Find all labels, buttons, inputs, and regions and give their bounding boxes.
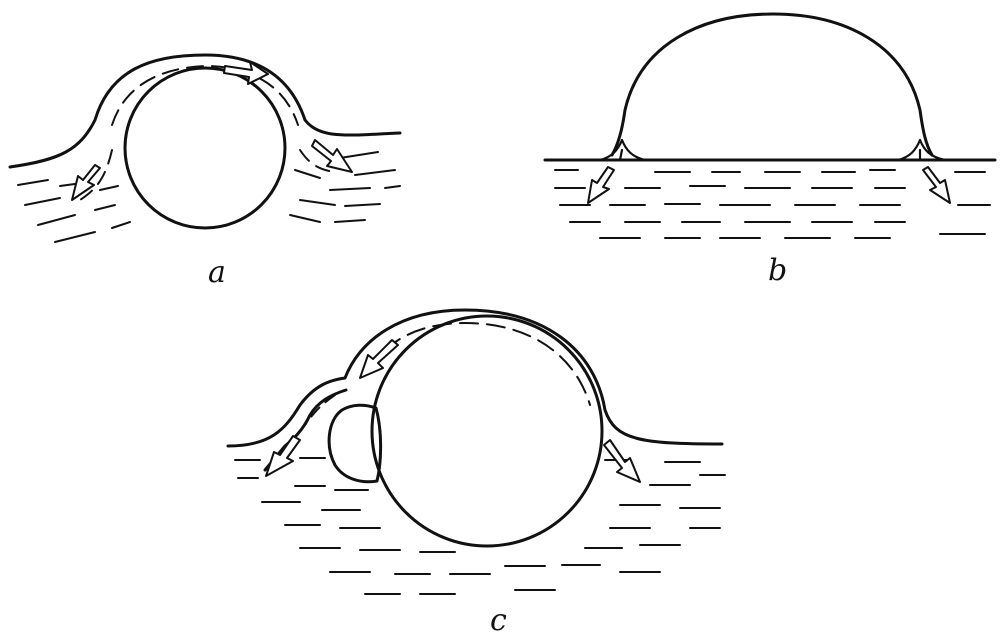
panel-a-liquid [17,151,401,243]
panel-a-film-flow-dash [111,64,299,126]
panel-a-left-drain-dash [79,149,113,201]
panel-a [8,53,402,243]
panel-a-outer-film [8,53,402,169]
panel-b-dome [610,12,934,157]
panel-c-top-arrow [359,339,399,379]
panel-c-outer-film [226,308,724,448]
panel-b-right-cusp [896,138,947,162]
panel-b-left-cusp [598,138,647,162]
panel-c-small-bubble [327,403,383,484]
panel-b-right-arrow [922,166,951,204]
panel-a-label: a [208,255,226,290]
panel-c-left-arrow [265,435,301,477]
panel-c [226,308,726,595]
panel-c-label: c [490,603,507,636]
panel-b-liquid [554,169,991,239]
panel-a-right-drain-dash [299,149,336,173]
panel-a-bubble [123,66,287,230]
panel-b-label: b [768,253,787,288]
panel-b-left-arrow [587,166,615,204]
panel-a-right-arrow [311,139,353,173]
panel-c-large-bubble [370,314,604,548]
panel-b [543,12,997,239]
panel-c-right-arrow [603,439,641,483]
panel-a-top-arrow [223,61,269,85]
panel-a-left-arrow [71,164,101,201]
panel-c-left-flow-dash [304,394,336,426]
panel-c-liquid [234,457,726,595]
